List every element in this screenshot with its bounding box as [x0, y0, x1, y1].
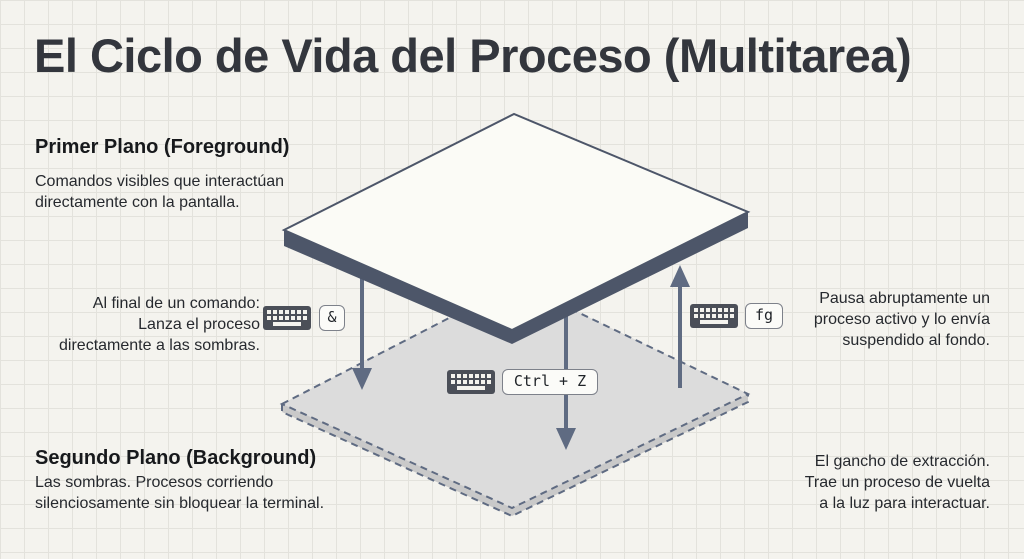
hook-line: El gancho de extracción. — [814, 453, 990, 470]
keyboard-icon — [263, 306, 311, 330]
foreground-line: directamente con la pantalla. — [35, 194, 240, 211]
hook-description: El gancho de extracción. Trae un proceso… — [805, 451, 990, 514]
hook-line: a la luz para interactuar. — [819, 495, 990, 512]
fg-line: proceso activo y lo envía — [813, 311, 990, 328]
ampersand-line: Al final de un comando: — [92, 295, 260, 312]
fg-description: Pausa abruptamente un proceso activo y l… — [814, 288, 990, 351]
background-line: silenciosamente sin bloquear la terminal… — [35, 495, 325, 512]
background-description: Las sombras. Procesos corriendo silencio… — [35, 472, 324, 514]
foreground-description: Comandos visibles que interactúan direct… — [35, 171, 284, 213]
background-line: Las sombras. Procesos corriendo — [35, 474, 274, 491]
background-plane — [279, 281, 751, 518]
fg-key: fg — [745, 303, 783, 329]
page-title: El Ciclo de Vida del Proceso (Multitarea… — [34, 29, 912, 82]
ampersand-key: & — [319, 305, 345, 331]
ampersand-line: Lanza el proceso — [138, 316, 260, 333]
ctrl-z-key: Ctrl + Z — [502, 369, 598, 395]
keyboard-icon — [447, 370, 495, 394]
foreground-heading: Primer Plano (Foreground) — [35, 136, 290, 158]
fg-line: suspendido al fondo. — [842, 332, 990, 349]
foreground-plane — [281, 112, 751, 344]
arrow-down-left — [352, 276, 372, 390]
background-heading: Segundo Plano (Background) — [35, 447, 317, 469]
foreground-line: Comandos visibles que interactúan — [35, 173, 285, 190]
keyboard-icon — [690, 304, 738, 328]
ampersand-line: directamente a las sombras. — [59, 337, 260, 354]
fg-line: Pausa abruptamente un — [819, 290, 990, 307]
arrow-up-right — [670, 265, 690, 388]
ampersand-description: Al final de un comando: Lanza el proceso… — [59, 293, 260, 356]
hook-line: Trae un proceso de vuelta — [804, 474, 990, 491]
